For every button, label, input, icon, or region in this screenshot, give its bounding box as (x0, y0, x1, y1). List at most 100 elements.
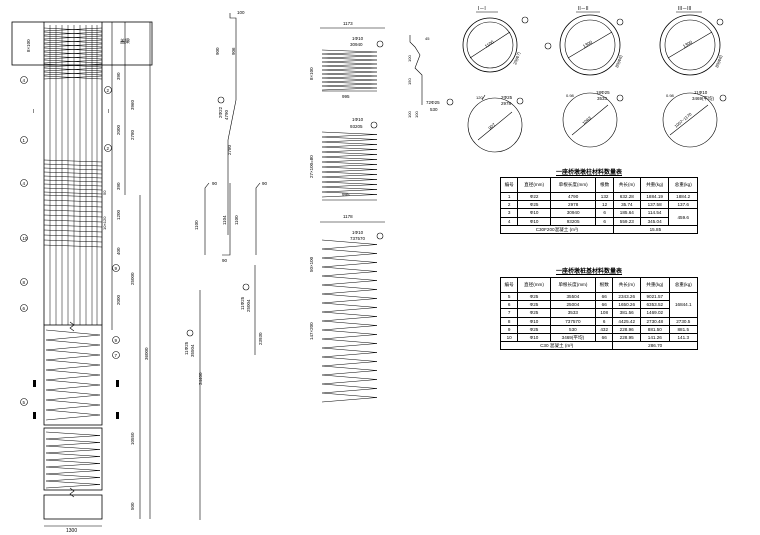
hoop1-length: 2978 (501, 101, 512, 106)
stirrup (43, 224, 103, 228)
spiral-segment (321, 49, 378, 53)
cell: 228.96 (612, 324, 642, 334)
spiral (45, 435, 101, 440)
cell: 4790 (549, 191, 597, 202)
callout-right-circle (104, 144, 112, 152)
spiral (45, 354, 101, 361)
stirrup (43, 163, 103, 167)
bar1-callout (217, 96, 225, 104)
hoop2-label: 18Φ25 (596, 90, 610, 95)
cell: 15.85 (612, 224, 699, 234)
table1-h-dia: 直径(mm) (517, 177, 551, 193)
spiral-segment (321, 146, 378, 150)
bar9-dim-45: 45 (425, 36, 430, 41)
spiral-segment (321, 59, 378, 63)
cell: 2 (499, 200, 519, 210)
hoop1-top: 120 (476, 95, 483, 100)
dim-400: 400 (116, 247, 121, 255)
cell: Φ22 (517, 191, 551, 202)
bar6-dim: 23930 (258, 332, 263, 345)
spiral-segment (321, 61, 378, 65)
spiral (45, 473, 101, 478)
stirrup (43, 51, 103, 56)
cell: Φ10 (517, 216, 551, 226)
spiral (45, 379, 101, 386)
dim-width: 1300 (66, 528, 77, 534)
bar9-dim-100a: 100 (407, 55, 412, 62)
spiral (45, 480, 101, 485)
table2-h-weight: 共重(kg) (640, 277, 670, 293)
cell: 1469.02 (640, 308, 670, 318)
spiral (45, 344, 101, 351)
section-mark-I-left: I (33, 109, 34, 115)
spiral-segment (321, 262, 378, 268)
stirrup (43, 43, 103, 48)
spiral-segment (321, 311, 378, 317)
cell: 228.95 (612, 332, 642, 343)
cell: 4425.42 (612, 316, 642, 326)
bar1-length: 4790 (224, 109, 229, 120)
spiral-segment (321, 171, 378, 175)
spiral-segment (321, 298, 378, 304)
dim-1200: 1200 (116, 209, 121, 220)
cell: 286.70 (612, 341, 698, 351)
spiral-segment (321, 307, 378, 313)
table1-h-len: 单根长度(mm) (549, 177, 597, 193)
callout-right-circle (104, 86, 112, 94)
spiral-segment (321, 51, 378, 55)
spiral-segment (321, 392, 378, 398)
table2-h-totlen: 共长(m) (612, 277, 642, 293)
cell: Φ10 (517, 208, 551, 218)
cell: 6 (595, 208, 614, 218)
spiral-segment (321, 131, 378, 135)
spiral (45, 442, 101, 447)
spiral-segment (321, 156, 378, 160)
spiral-segment (321, 293, 378, 299)
spiral-segment (321, 67, 378, 71)
spiral1-bottom-dim: 995 (342, 94, 350, 99)
spiral-segment (321, 343, 378, 349)
cell: 132 (595, 191, 614, 202)
cell: 137.6 (668, 200, 698, 210)
callout-left-label: 4 (23, 78, 26, 83)
table2-header-row: 编号 直径(mm) 单根长度(mm) 根数 共长(m) 共重(kg) 总重(kg… (499, 277, 699, 293)
callout-left-label: 10 (23, 236, 29, 241)
bar9-dim-100b: 100 (407, 111, 412, 118)
callout-right-circle (112, 351, 120, 359)
bar5-label: 11Φ25 (184, 341, 189, 355)
spiral-segment (321, 329, 378, 335)
callout-left-circle (20, 234, 28, 242)
table1-h-no: 编号 (499, 177, 519, 193)
bar1-dim-900: 900 (215, 47, 220, 55)
spiral-segment (321, 239, 378, 245)
spiral2-bottom-dim: 995 (342, 192, 350, 197)
spiral-segment (321, 55, 378, 59)
callout-left-circle (20, 76, 28, 84)
bar3-dim-90c: 90 (222, 258, 228, 263)
bar6-length: 25004 (246, 299, 251, 312)
pile-bottom (43, 494, 103, 520)
stirrup (43, 63, 103, 68)
bar9-length: 530 (430, 107, 438, 112)
cell: 1650.26 (612, 300, 642, 310)
spiral-segment (321, 181, 378, 185)
hoop3-label: 11Φ10 (694, 90, 708, 95)
spiral-segment (321, 79, 378, 83)
bar9-label: 72Φ25 (426, 100, 440, 105)
callout-right-circle (112, 264, 120, 272)
spiral (45, 349, 101, 356)
spiral-segment (321, 244, 378, 250)
pier-elevation: 盖梁 8×100 390 2000 390 1200 400 3960 2780… (11, 21, 153, 534)
spiral-segment (321, 75, 378, 79)
spiral-segment (321, 174, 378, 178)
spiral-segment (321, 370, 378, 376)
spiral-segment (321, 374, 378, 380)
callout-left-label: 4 (23, 181, 26, 186)
spiral-segment (321, 320, 378, 326)
cell: 16844.1 (668, 292, 699, 318)
spiral (45, 384, 101, 391)
cell: 1 (499, 191, 519, 202)
bar-details: 100 900 906 2780 2Φ22 4790 90 90 1100 11… (184, 10, 268, 520)
cell: 345.04 (639, 216, 670, 226)
